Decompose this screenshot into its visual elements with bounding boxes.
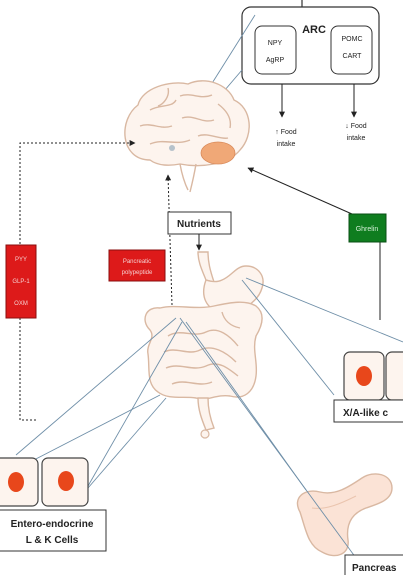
ghrelin-arrow bbox=[247, 167, 353, 215]
pp-line2: polypeptide bbox=[122, 270, 153, 276]
pomc-cart-box bbox=[330, 25, 373, 75]
gut-hormone-dotted-path bbox=[19, 140, 136, 421]
entero-cell-nucleus-1 bbox=[8, 472, 24, 492]
arc-panel: ARC NPY AgRP POMC CART bbox=[241, 0, 380, 85]
nutrients-label: Nutrients bbox=[177, 219, 221, 230]
entero-label-line2: L & K Cells bbox=[26, 535, 79, 546]
food-intake-increase-line2: intake bbox=[277, 141, 296, 148]
ghrelin-box: Ghrelin bbox=[348, 213, 387, 243]
entero-endocrine-cells: Entero-endocrine L & K Cells bbox=[0, 457, 107, 552]
cart-label: CART bbox=[343, 53, 363, 60]
agrp-label: AgRP bbox=[266, 57, 285, 64]
connector-lines bbox=[15, 277, 403, 559]
xa-cells-label: X/A-like c bbox=[343, 408, 388, 419]
pancreas-illustration bbox=[296, 473, 393, 557]
pancreatic-polypeptide-box: Pancreatic polypeptide bbox=[108, 249, 166, 282]
xa-cell-nucleus bbox=[356, 366, 372, 386]
pp-dotted-path bbox=[165, 174, 173, 306]
food-intake-increase-line1: ↑ Food bbox=[275, 129, 297, 136]
nutrients-box: Nutrients bbox=[167, 211, 232, 235]
pancreas-label: Pancreas bbox=[352, 563, 397, 574]
hormone-glp1: GLP-1 bbox=[12, 279, 30, 285]
entero-cell-nucleus-2 bbox=[58, 471, 74, 491]
ghrelin-label: Ghrelin bbox=[356, 226, 379, 233]
npy-agrp-box bbox=[254, 25, 297, 75]
gi-lower-marker bbox=[200, 429, 210, 439]
arc-title: ARC bbox=[302, 24, 326, 36]
brain-cerebellum-highlight bbox=[200, 141, 236, 165]
entero-label-line1: Entero-endocrine bbox=[11, 519, 94, 530]
hormone-pyy: PYY bbox=[15, 257, 27, 263]
pp-line1: Pancreatic bbox=[123, 259, 151, 265]
brain-illustration bbox=[124, 80, 250, 193]
food-intake-decrease-line2: intake bbox=[347, 135, 366, 142]
hormone-oxm: OXM bbox=[14, 301, 28, 307]
food-intake-decrease-line1: ↓ Food bbox=[345, 123, 367, 130]
pomc-label: POMC bbox=[342, 36, 363, 43]
npy-label: NPY bbox=[268, 40, 283, 47]
xa-like-cells: X/A-like c bbox=[333, 351, 403, 423]
pancreas-label-box: Pancreas bbox=[344, 554, 403, 575]
brain-arc-marker bbox=[169, 145, 175, 151]
gut-hormones-box: PYY GLP-1 OXM bbox=[5, 244, 37, 319]
